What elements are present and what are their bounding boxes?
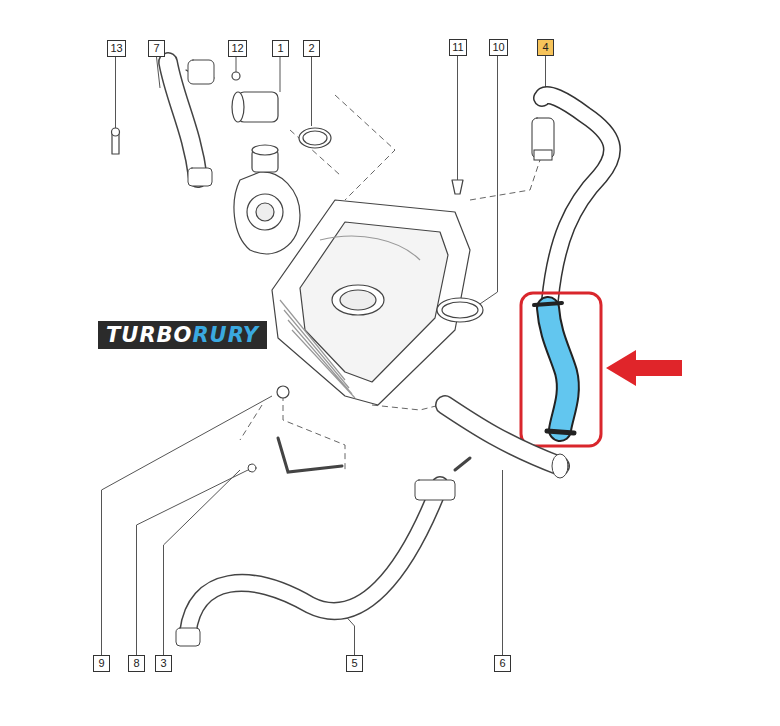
callout-box: 10: [489, 39, 508, 56]
callout-number: 1: [277, 43, 283, 54]
callout-box: 4: [537, 39, 554, 56]
callout-number: 8: [133, 658, 139, 669]
callout-number: 5: [351, 658, 357, 669]
callout-box: 12: [228, 40, 247, 57]
callout-box: 6: [494, 655, 511, 672]
callout-box: 2: [303, 40, 320, 57]
callout-number: 4: [542, 42, 548, 53]
watermark-text: RURY: [192, 325, 259, 346]
callout-box: 3: [155, 655, 172, 672]
callout-number: 11: [452, 42, 463, 53]
callout-box: 11: [449, 39, 467, 56]
callout-number: 7: [153, 43, 159, 54]
callout-number: 9: [98, 658, 104, 669]
callout-box: 1: [272, 40, 289, 57]
callout-number: 12: [231, 43, 243, 54]
callout-number: 6: [499, 658, 505, 669]
callout-number: 13: [110, 43, 122, 54]
callout-box: 8: [128, 655, 145, 672]
watermark-text: TURBO: [106, 325, 192, 346]
callout-box: 9: [93, 655, 110, 672]
callout-number: 10: [492, 42, 504, 53]
watermark: TURBORURY: [98, 321, 267, 349]
callout-box: 13: [107, 40, 126, 57]
callout-box: 7: [148, 40, 165, 57]
callout-box: 5: [346, 655, 363, 672]
callout-number: 3: [160, 658, 166, 669]
callout-number: 2: [308, 43, 314, 54]
